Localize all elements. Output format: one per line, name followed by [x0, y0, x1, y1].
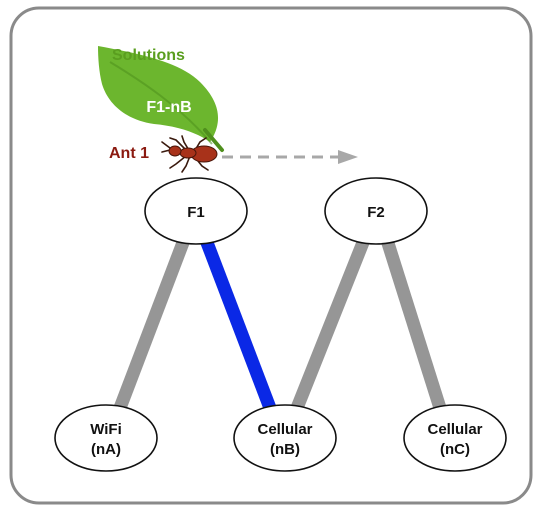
- link-f2-nc: [380, 238, 447, 410]
- dashed-arrow-icon: [222, 150, 358, 164]
- node-nc[interactable]: Cellular (nC): [403, 404, 507, 472]
- node-f2-shape: [324, 177, 428, 245]
- leaf-icon: F1-nB: [98, 46, 224, 152]
- node-f1-label: F1: [187, 204, 205, 221]
- node-f1-shape: [144, 177, 248, 245]
- ant-head: [168, 145, 182, 157]
- node-f1[interactable]: F1: [144, 177, 248, 245]
- link-f2-nb: [290, 237, 371, 411]
- node-nc-label-line1: Cellular: [427, 421, 482, 438]
- node-nc-shape: [403, 404, 507, 472]
- node-nb[interactable]: Cellular (nB): [233, 404, 337, 472]
- node-nc-label-line2: (nC): [440, 441, 470, 458]
- node-f2[interactable]: F2: [324, 177, 428, 245]
- node-na-label-line2: (nA): [91, 441, 121, 458]
- ant-thorax: [179, 147, 197, 159]
- link-f1-nb: [199, 237, 277, 411]
- node-na-label-line1: WiFi: [90, 421, 122, 438]
- leaf-vein: [109, 61, 213, 145]
- dashed-arrow-head: [338, 150, 358, 164]
- node-nb-shape: [233, 404, 337, 472]
- link-f1-na: [113, 237, 191, 411]
- node-f2-label: F2: [367, 204, 385, 221]
- node-na[interactable]: WiFi (nA): [54, 404, 158, 472]
- leaf-label: F1-nB: [146, 99, 191, 116]
- ant-label: Ant 1: [109, 145, 149, 162]
- leaf-stem: [203, 128, 224, 152]
- node-nb-label-line1: Cellular: [257, 421, 312, 438]
- node-nb-label-line2: (nB): [270, 441, 300, 458]
- diagram-frame: [9, 6, 533, 505]
- ant-icon: [161, 135, 218, 173]
- links-layer: [113, 237, 447, 411]
- node-na-shape: [54, 404, 158, 472]
- solutions-label: Solutions: [112, 47, 185, 64]
